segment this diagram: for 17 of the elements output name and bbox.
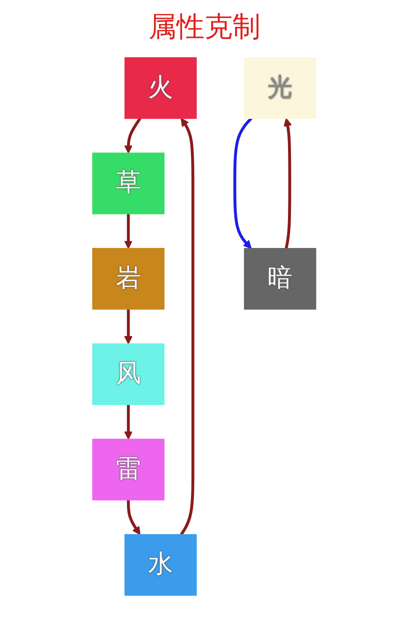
node-box: 暗 bbox=[244, 248, 316, 310]
arrow bbox=[284, 118, 292, 249]
arrow bbox=[234, 117, 253, 249]
node-box: 岩 bbox=[92, 248, 165, 310]
node-box: 光 bbox=[244, 57, 316, 119]
node-box: 草 bbox=[92, 152, 165, 214]
node-box: 风 bbox=[92, 343, 165, 406]
arrow bbox=[180, 118, 195, 536]
node-box: 火 bbox=[124, 57, 198, 119]
arrow bbox=[124, 309, 133, 344]
arrow bbox=[124, 404, 133, 440]
title: 属性克制 bbox=[148, 9, 260, 45]
node-box: 雷 bbox=[92, 438, 165, 500]
arrow bbox=[124, 214, 133, 249]
arrow bbox=[127, 500, 141, 535]
arrow bbox=[124, 118, 142, 154]
node-box: 水 bbox=[124, 534, 198, 596]
